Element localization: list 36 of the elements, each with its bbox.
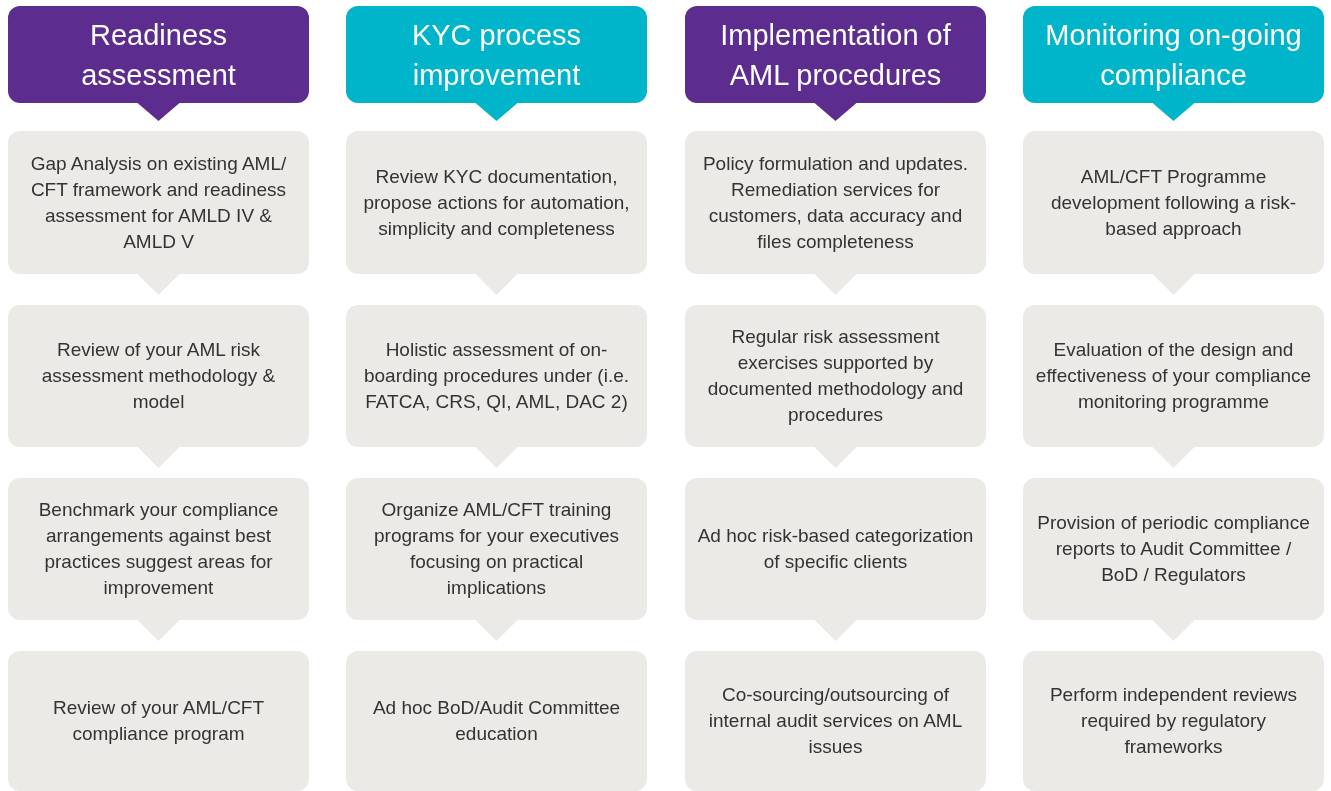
chevron-arrow bbox=[475, 620, 518, 641]
service-box: Co-sourcing/outsourcing of internal audit services on AML issues bbox=[685, 651, 986, 791]
column-header: Implementation of AML procedures bbox=[685, 6, 986, 103]
column-header: Readiness assessment bbox=[8, 6, 309, 103]
service-box: Review of your AML/CFT compliance program bbox=[8, 651, 309, 791]
service-box: Regular risk assessment exercises supported by documented methodology and procedures bbox=[685, 305, 986, 447]
chevron-arrow bbox=[814, 447, 857, 468]
chevron-arrow bbox=[137, 274, 180, 295]
service-box: Gap Analysis on existing AML/ CFT framework and readiness assessment for AMLD IV & AMLD V bbox=[8, 131, 309, 274]
service-box: Ad hoc BoD/Audit Committee education bbox=[346, 651, 647, 791]
column-header: KYC process improvement bbox=[346, 6, 647, 103]
service-box: Perform independent reviews required by regulatory frameworks bbox=[1023, 651, 1324, 791]
service-box: Ad hoc risk-based categorization of specific clients bbox=[685, 478, 986, 620]
chevron-arrow bbox=[137, 447, 180, 468]
chevron-arrow bbox=[814, 620, 857, 641]
service-box: AML/CFT Programme development following a risk-based approach bbox=[1023, 131, 1324, 274]
chevron-arrow bbox=[814, 103, 857, 121]
chevron-arrow bbox=[1152, 274, 1195, 295]
service-box: Holistic assessment of on-boarding procedures under (i.e. FATCA, CRS, QI, AML, DAC 2) bbox=[346, 305, 647, 447]
service-box: Benchmark your compliance arrangements against best practices suggest areas for improvement bbox=[8, 478, 309, 620]
service-box: Provision of periodic compliance reports to Audit Committee / BoD / Regulators bbox=[1023, 478, 1324, 620]
service-box: Review KYC documentation, propose actions for automation, simplicity and completeness bbox=[346, 131, 647, 274]
chevron-arrow bbox=[475, 447, 518, 468]
chevron-arrow bbox=[475, 103, 518, 121]
column-header: Monitoring on-going compliance bbox=[1023, 6, 1324, 103]
service-box: Review of your AML risk assessment methodology & model bbox=[8, 305, 309, 447]
chevron-arrow bbox=[1152, 103, 1195, 121]
chevron-arrow bbox=[475, 274, 518, 295]
service-box: Organize AML/CFT training programs for your executives focusing on practical implications bbox=[346, 478, 647, 620]
chevron-arrow bbox=[1152, 447, 1195, 468]
chevron-arrow bbox=[137, 103, 180, 121]
chevron-arrow bbox=[1152, 620, 1195, 641]
service-box: Policy formulation and updates. Remediation services for customers, data accuracy and files completeness bbox=[685, 131, 986, 274]
service-box: Evaluation of the design and effectiveness of your compliance monitoring programme bbox=[1023, 305, 1324, 447]
chevron-arrow bbox=[137, 620, 180, 641]
chevron-arrow bbox=[814, 274, 857, 295]
